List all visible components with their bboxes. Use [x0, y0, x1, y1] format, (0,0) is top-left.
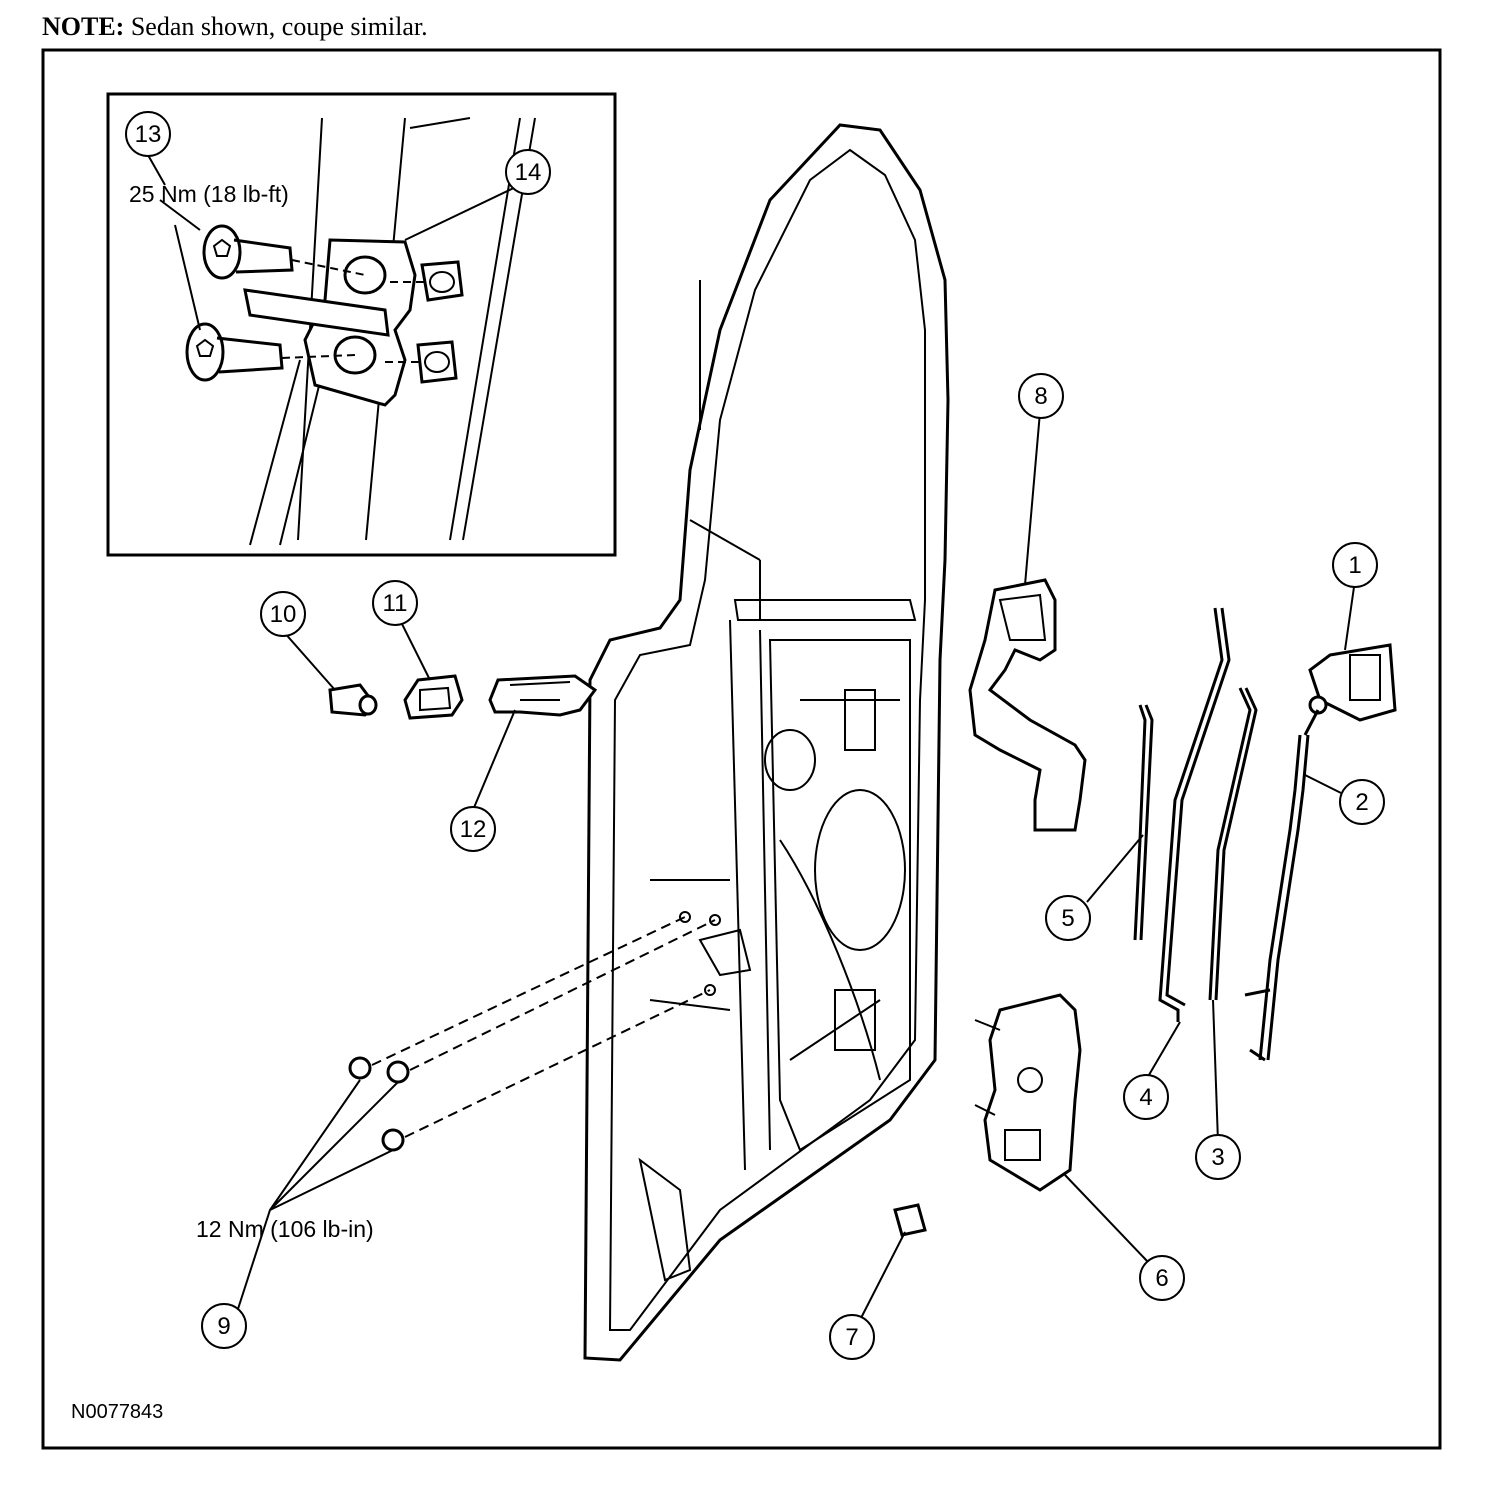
- part-7-clip: [893, 1203, 927, 1237]
- callout-4-label: 4: [1139, 1084, 1152, 1111]
- nut-torque: 12 Nm (106 lb-in): [196, 1216, 374, 1242]
- part-11-bezel: [403, 674, 464, 720]
- part-3-rod: [1208, 687, 1258, 1001]
- callout-12: 12: [450, 806, 496, 852]
- callout-7: 7: [829, 1314, 875, 1360]
- callout-2: 2: [1339, 779, 1385, 825]
- callout-12-label: 12: [460, 816, 487, 843]
- part-10-lock-cylinder: [328, 683, 378, 717]
- callout-6: 6: [1139, 1255, 1185, 1301]
- figure-id: N0077843: [71, 1401, 163, 1423]
- part-6-latch: [974, 993, 1082, 1192]
- callout-2-label: 2: [1355, 789, 1368, 816]
- part-1-outer-handle: [1308, 643, 1397, 722]
- callout-5: 5: [1045, 895, 1091, 941]
- callout-1: 1: [1332, 542, 1378, 588]
- callout-14-label: 14: [515, 159, 542, 186]
- callout-9-label: 9: [217, 1313, 230, 1340]
- part-12-handle-reinforcement: [488, 674, 598, 717]
- part-2-cable: [1244, 709, 1320, 1062]
- callout-11-label: 11: [383, 590, 408, 617]
- callout-7-label: 7: [845, 1324, 858, 1351]
- hinge-detail: [185, 117, 536, 546]
- callout-13-label: 13: [135, 121, 162, 148]
- outer-frame: [41, 48, 1442, 1450]
- callout-3-label: 3: [1211, 1144, 1224, 1171]
- callout-10: 10: [260, 591, 306, 637]
- inset-frame: [106, 92, 617, 557]
- callout-9: 9: [201, 1303, 247, 1349]
- part-4-rod: [1158, 607, 1231, 1022]
- callout-13: 13: [125, 111, 171, 157]
- leader-lines: [147, 154, 1356, 1321]
- callout-11: 11: [372, 580, 418, 626]
- part-8-handle-bracket: [968, 578, 1087, 832]
- callout-3: 3: [1195, 1134, 1241, 1180]
- callout-4: 4: [1123, 1074, 1169, 1120]
- callout-5-label: 5: [1061, 905, 1074, 932]
- door-shell: [583, 123, 950, 1362]
- callout-8: 8: [1018, 373, 1064, 419]
- callout-10-label: 10: [270, 601, 297, 628]
- part-5-rod: [1133, 704, 1154, 941]
- callout-1-label: 1: [1348, 552, 1361, 579]
- hinge-bolt-torque: 25 Nm (18 lb-ft): [129, 181, 289, 207]
- note-prefix: NOTE:: [42, 12, 125, 41]
- callout-14: 14: [505, 149, 551, 195]
- callout-6-label: 6: [1155, 1265, 1168, 1292]
- note-text: Sedan shown, coupe similar.: [130, 12, 428, 41]
- note-line: NOTE: Sedan shown, coupe similar.: [42, 12, 428, 42]
- part-9-nuts: [348, 916, 716, 1152]
- callout-8-label: 8: [1034, 383, 1047, 410]
